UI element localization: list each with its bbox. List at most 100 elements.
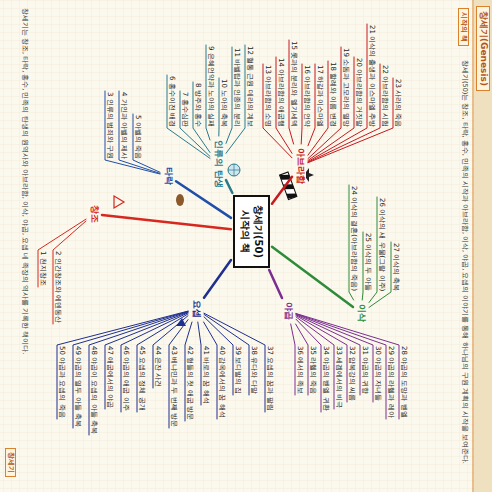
branch-label: 아브라함 [294,146,306,186]
topic-item: 21 이삭의 출생과 이스마엘 추방 [367,24,376,128]
item-text: 45 요셉의 정체 공개 [138,346,146,411]
branch-label: 요셉 [190,298,202,320]
item-text: 32 얍복강의 씨름 [348,346,356,401]
topic-item: 45 요셉의 정체 공개 [137,345,146,412]
item-branch-line [204,313,265,412]
topic-item: 24 이삭의 결혼(아브라함의 죽음) [349,185,358,292]
topic-item: 2 인간창조와 에덴동산 [53,250,62,324]
item-branch-line [53,221,86,324]
item-branch-line [301,64,303,144]
topic-item: 20 아브라함의 거짓말 [354,57,363,128]
topic-item: 3 인류의 범죄와 구원 [105,91,114,160]
item-text: 15 롯과의 분리와 멜기세덱 [290,41,298,127]
item-branch-line [167,75,210,158]
topic-item: 15 롯과의 분리와 멜기세덱 [289,40,298,128]
item-text: 38 유다와 다말 [250,346,258,394]
item-text: 20 아브라함의 거짓말 [355,58,363,127]
item-text: 31 야곱의 귀향 [361,346,369,394]
item-text: 3 인류의 범죄와 구원 [106,92,114,159]
branch-text: 아브라함 [295,148,305,184]
item-text: 21 이삭의 출생과 이스마엘 추방 [368,25,376,127]
item-text: 6 홍수이전 배경 [168,76,176,127]
item-text: 4 가인과 아벨의 제사 [120,92,128,159]
globe-icon [228,164,240,176]
topic-item: 44 은잔 사건 [153,345,162,388]
branch-text: 창조 [89,205,99,223]
header-band [474,0,492,492]
topic-item: 6 홍수이전 배경 [167,75,176,128]
topic-item: 50 야곱과 요셉의 죽음 [57,345,66,419]
item-text: 7 홍수심판 [181,92,189,127]
topic-item: 40 감옥에서의 꿈 해석 [217,345,226,419]
item-branch-line [133,114,160,172]
item-branch-line [218,78,219,136]
branch-label: 야곱 [282,300,294,322]
topic-item: 1 천지창조 [38,250,47,287]
item-branch-line [89,312,188,435]
item-text: 47 애굽에서의 야곱 [106,346,114,408]
branch-text: 타락 [163,167,173,185]
main-branch-line [204,260,231,298]
item-branch-line [226,45,245,153]
topic-item: 10 노아의 축복 [219,78,228,128]
item-text: 33 세겜에서의 비극 [335,346,343,408]
item-text: 42 형들의 첫 애굽 방문 [186,346,194,420]
item-branch-line [308,61,328,155]
item-text: 12 혈통 근원 데라의 계보 [246,46,254,127]
topic-item: 26 이삭의 새 우물(그랄 이주) [377,197,386,292]
item-text: 14 아브라함의 애굽행 [277,58,285,127]
topic-item: 9 은혜언약과 노아의 실패 [206,45,215,128]
item-text: 34 야곱의 벧엘 귀환 [322,346,330,411]
center-subtitle: 시작의 책 [239,205,252,258]
topic-item: 34 야곱의 벧엘 귀환 [321,345,330,412]
topic-item: 33 세겜에서의 비극 [334,345,343,409]
item-text: 43 베냐민과 두 번째 방문 [170,346,178,427]
item-branch-line [38,219,86,287]
item-text: 17 하갈과 이스마엘 [316,65,324,127]
topic-item: 7 홍수심판 [180,91,189,128]
item-text: 25 이삭의 두 아들 [364,233,372,291]
branch-text: 이삭 [356,304,366,322]
topic-item: 18 할례와 이름 변경 [328,61,337,128]
item-branch-line [169,320,188,428]
item-text: 13 아브라함의 소명 [264,65,272,127]
item-branch-line [198,322,201,405]
topic-item: 22 아브라함의 시험 [380,64,389,128]
topic-item: 49 야곱의 열두 아들 축복 [73,345,82,428]
item-text: 1 천지창조 [39,251,47,286]
item-branch-line [296,324,308,395]
branch-label: 인류의 탄생 [212,138,224,190]
branch-label: 창조 [88,203,100,225]
item-text: 19 소돔과 고모라의 멸망 [342,48,350,127]
topic-item: 28 야곱의 도망과 벧엘 [399,345,408,419]
item-text: 9 은혜언약과 노아의 실패 [207,46,215,127]
item-text: 35 라헬의 죽음 [309,346,317,394]
topic-item: 5 아벨의 죽음 [133,114,142,160]
item-text: 11 바벨탑과 인종의 분리 [233,48,241,127]
topic-item: 43 베냐민과 두 번째 방문 [169,345,178,428]
branch-text: 요셉 [191,300,201,318]
topic-item: 29 야곱의 라헬과 레아 [386,345,395,419]
item-text: 26 이삭의 새 우물(그랄 이주) [378,198,386,291]
main-branch-line [269,270,282,298]
topic-item: 42 형들의 첫 애굽 방문 [185,345,194,421]
item-text: 23 사라의 죽음 [394,79,402,127]
page-title: 창세기(Genesis) [476,6,490,91]
topic-item: 31 야곱의 귀향 [360,345,369,395]
item-text: 30 야곱의 자녀들 [374,346,382,401]
item-branch-line [362,232,364,300]
topic-item: 16 아브라함의 언약 [302,64,311,128]
item-text: 40 감옥에서의 꿈 해석 [218,346,226,418]
item-branch-line [276,57,292,153]
topic-item: 30 야곱의 자녀들 [373,345,382,402]
item-text: 18 할례와 이름 변경 [329,62,337,127]
item-text: 50 야곱과 요셉의 죽음 [58,346,66,418]
fall-icon [176,194,184,206]
topic-item: 38 유다와 다말 [249,345,258,395]
topic-item: 48 야곱이 요셉의 아들 축복 [89,345,98,435]
branch-text: 인류의 탄생 [213,140,223,188]
item-text: 2 인간창조와 에덴동산 [54,251,62,323]
topic-item: 46 야곱의 애굽 이주 [121,345,130,412]
branch-label: 타락 [162,165,174,187]
